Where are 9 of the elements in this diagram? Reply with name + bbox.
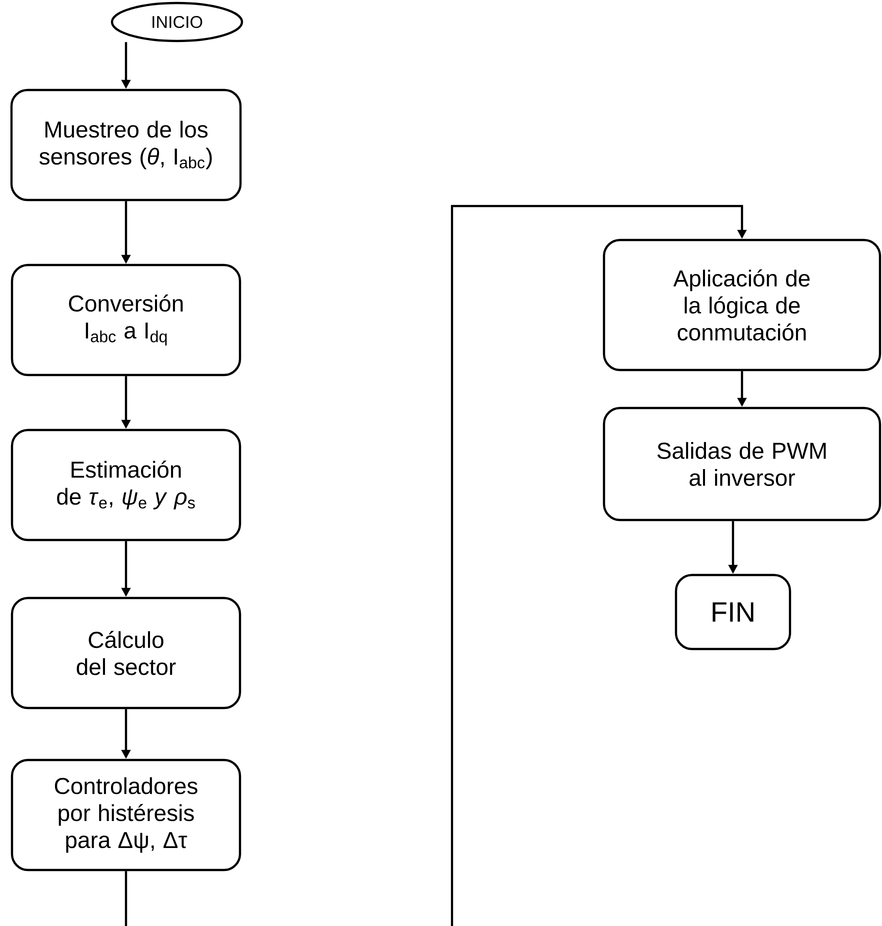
process-box: FIN [674,574,792,650]
arrow [450,204,747,926]
process-box: Salidas de PWM al inversor [602,406,882,522]
process-box: Controladores por histéresis para Δψ, Δτ [10,758,242,872]
process-box: Estimación de τ$_{e}$, ψ$_{e}$ y ρ$_{s}$ [10,428,242,542]
process-box: Muestreo de los sensores (θ, I$_{abc}$) [10,88,242,202]
process-box: Cálculo del sector [10,596,242,710]
process-box: Aplicación de la lógica de conmutación [602,238,882,372]
process-box: Conversión I$_{abc}$ a I$_{dq}$ [10,264,242,376]
